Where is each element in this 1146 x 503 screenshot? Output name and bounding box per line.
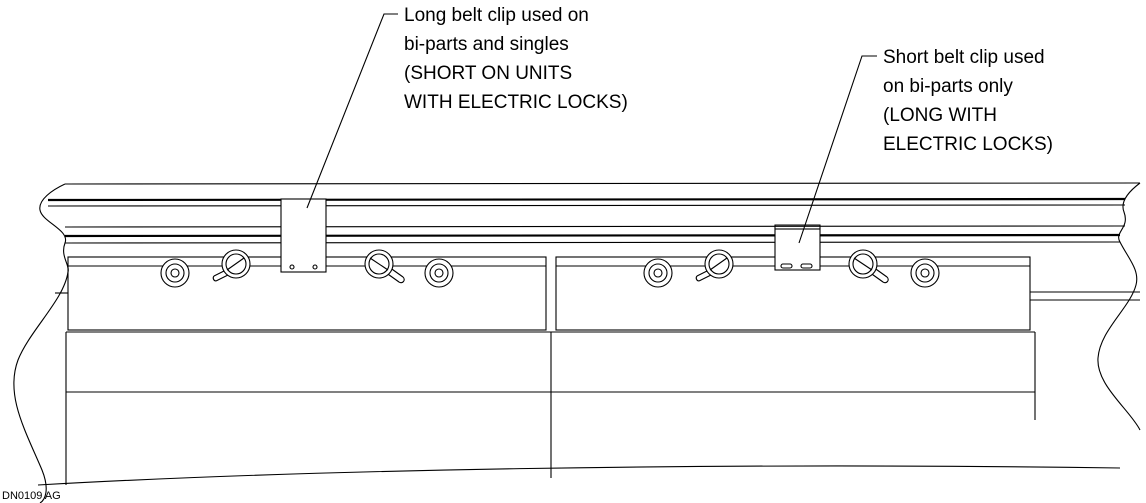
- roller-2: [212, 249, 251, 282]
- roller-6: [695, 249, 734, 282]
- roller-3: [364, 249, 405, 284]
- short-belt-clip: [774, 224, 821, 271]
- drawing-code: DN0109 AG: [2, 490, 61, 502]
- roller-1: [160, 258, 190, 288]
- track-line-lower: [64, 241, 1121, 244]
- roller-7: [848, 249, 889, 284]
- leader-line-short-clip: [798, 55, 877, 244]
- bottom-break-line: [37, 465, 1121, 486]
- callout-long-clip: Long belt clip used on bi-parts and sing…: [404, 5, 628, 113]
- rail-top-groove-lower: [47, 204, 1126, 207]
- header-rail: [13, 182, 1141, 503]
- rail-mid-line: [64, 225, 1126, 228]
- right-break-line: [1097, 182, 1141, 431]
- rail-top-groove: [47, 197, 1126, 202]
- roller-8: [910, 258, 940, 288]
- rail-top-edge: [64, 182, 1141, 185]
- door-panels: [37, 331, 1121, 486]
- roller-4: [424, 258, 454, 288]
- track-line: [64, 233, 1121, 238]
- left-break-line: [13, 183, 69, 503]
- leader-line-long-clip: [306, 13, 398, 209]
- rollers: [160, 249, 940, 288]
- long-belt-clip: [280, 198, 327, 273]
- carriage-plates: [67, 256, 1031, 331]
- roller-5: [643, 258, 673, 288]
- callout-short-clip: Short belt clip used on bi-parts only (L…: [883, 47, 1053, 155]
